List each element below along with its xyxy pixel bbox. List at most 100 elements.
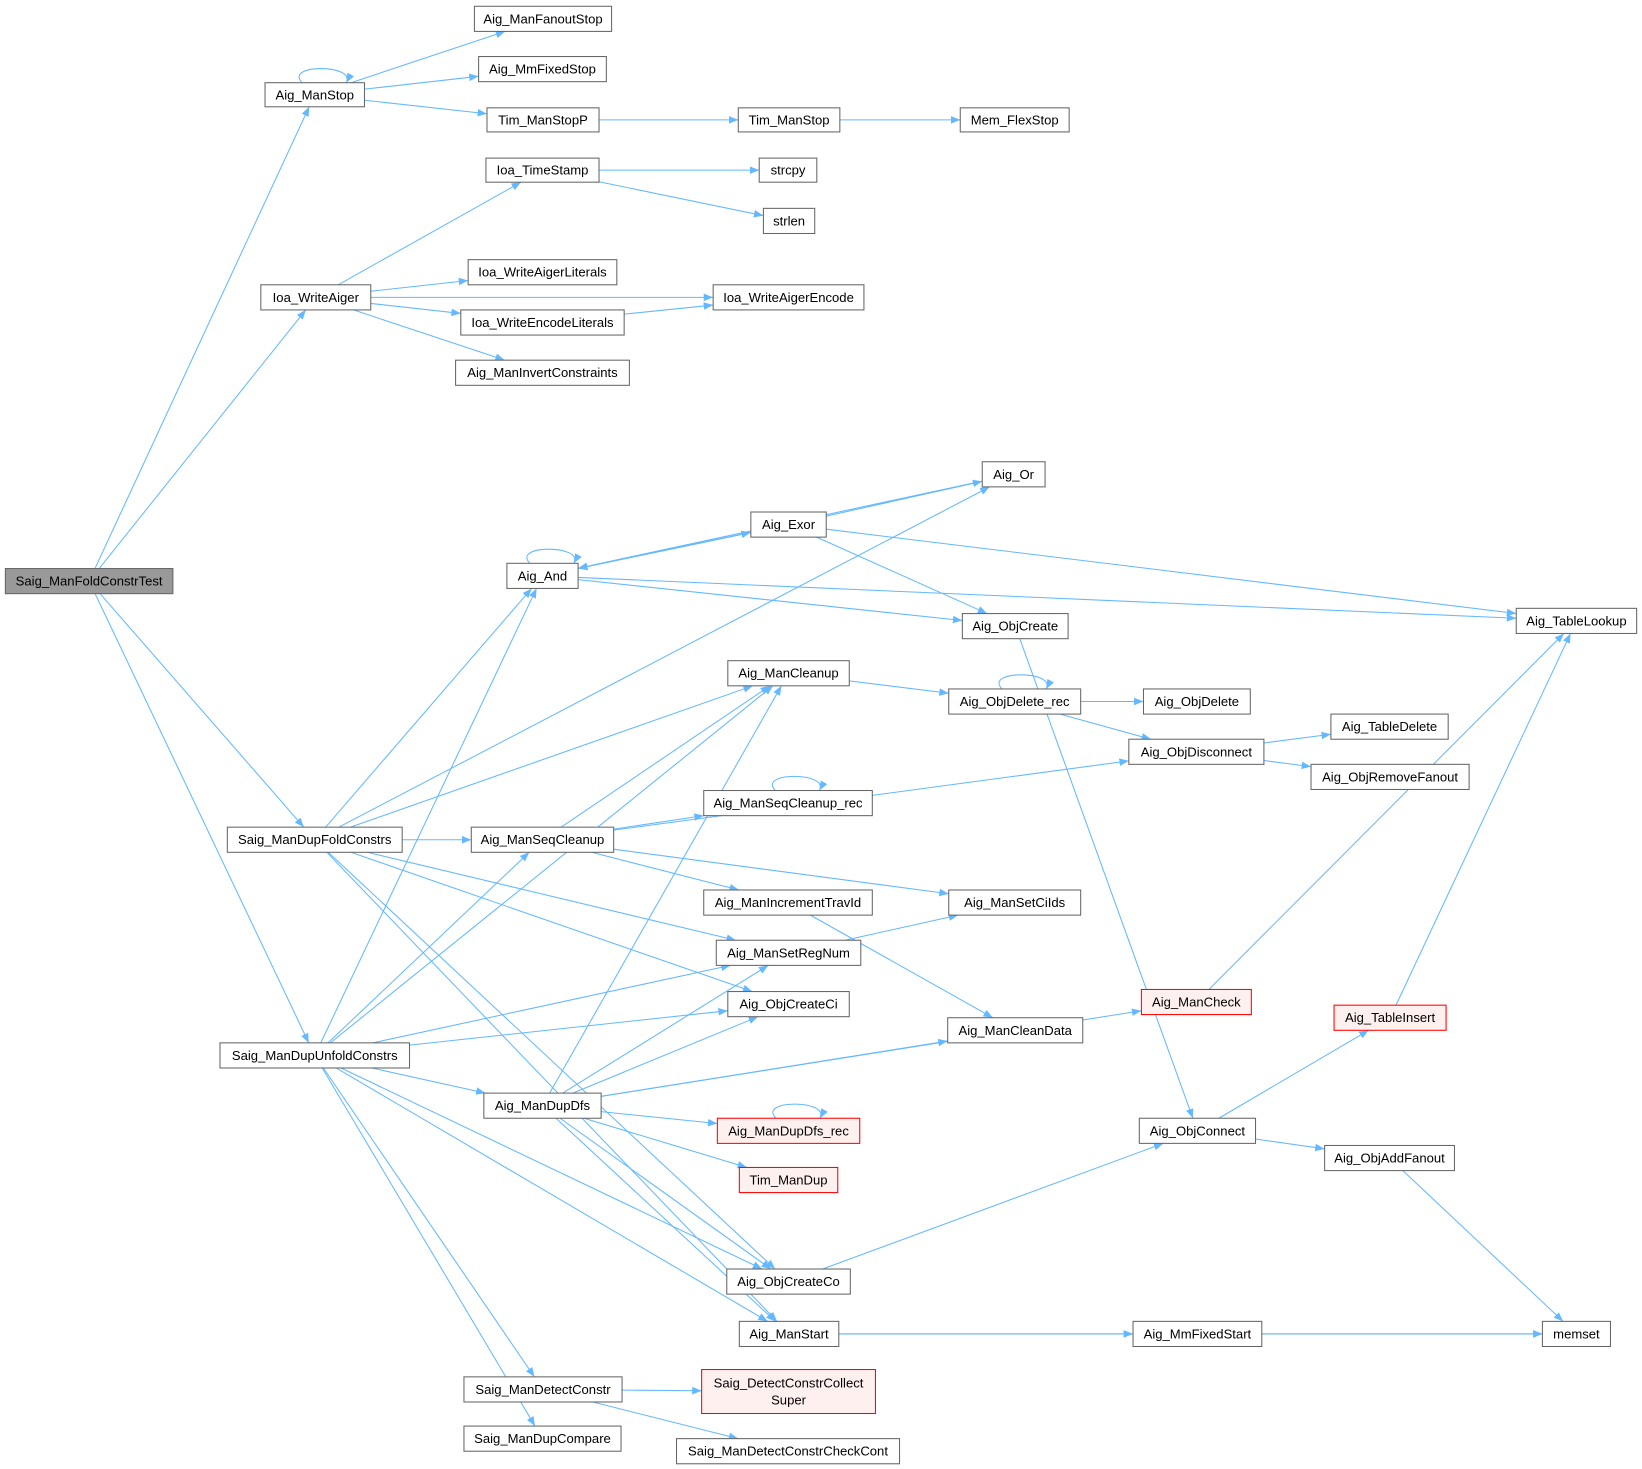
node-invert[interactable]: Aig_ManInvertConstraints — [455, 359, 630, 386]
node-label: Aig_Or — [993, 467, 1034, 482]
node-detect[interactable]: Saig_ManDetectConstr — [463, 1376, 623, 1403]
node-root[interactable]: Saig_ManFoldConstrTest — [4, 568, 174, 595]
edge-manstop-to-timstopp — [364, 99, 488, 117]
node-label: Ioa_WriteAigerLiterals — [478, 265, 607, 280]
node-objdelrec[interactable]: Aig_ObjDelete_rec — [948, 688, 1082, 715]
node-disconnect[interactable]: Aig_ObjDisconnect — [1128, 738, 1265, 765]
node-box — [712, 284, 865, 311]
node-timstop[interactable]: Tim_ManStop — [737, 107, 841, 133]
node-box — [981, 461, 1046, 488]
node-createci[interactable]: Aig_ObjCreateCi — [727, 991, 850, 1018]
node-connect[interactable]: Aig_ObjConnect — [1138, 1117, 1257, 1144]
edge-and-to-objcreate — [578, 579, 963, 624]
edge-seqclean-to-travid — [591, 851, 740, 892]
node-box — [1128, 738, 1265, 765]
node-and[interactable]: Aig_And — [506, 562, 579, 589]
edge-root-to-manstop — [94, 106, 310, 569]
node-seqclean[interactable]: Aig_ManSeqCleanup — [470, 826, 615, 853]
node-addfanout[interactable]: Aig_ObjAddFanout — [1324, 1144, 1455, 1172]
node-timdup[interactable]: Tim_ManDup — [738, 1166, 839, 1194]
node-label: Aig_ManSetRegNum — [727, 945, 850, 960]
node-strlen[interactable]: strlen — [762, 207, 816, 235]
node-box — [762, 207, 816, 235]
edge-writeaiger-to-timestamp — [337, 181, 522, 286]
node-label: Mem_FlexStop — [971, 112, 1059, 127]
node-seqcleanrec[interactable]: Aig_ManSeqCleanup_rec — [703, 789, 873, 817]
node-box — [737, 107, 841, 133]
node-box — [470, 826, 615, 853]
node-timstopp[interactable]: Tim_ManStopP — [486, 107, 600, 133]
node-box — [463, 1376, 623, 1403]
node-box — [4, 568, 174, 595]
node-label: Saig_ManDupUnfoldConstrs — [232, 1048, 398, 1063]
node-label: Tim_ManStopP — [498, 112, 588, 127]
node-label: Aig_ManStop — [275, 87, 354, 102]
node-box — [1138, 1117, 1257, 1144]
node-label: Aig_MmFixedStart — [1144, 1326, 1252, 1341]
node-memflexstop[interactable]: Mem_FlexStop — [959, 107, 1070, 133]
edge-seqclean-to-setciids — [613, 848, 949, 897]
edge-dupfold-to-or — [338, 486, 990, 828]
node-manstop[interactable]: Aig_ManStop — [264, 82, 366, 108]
node-tablelookup[interactable]: Aig_TableLookup — [1515, 607, 1638, 634]
node-memset[interactable]: memset — [1541, 1320, 1611, 1348]
node-cleanup[interactable]: Aig_ManCleanup — [727, 660, 850, 687]
edge-dupfold-to-and — [325, 588, 533, 828]
node-manstart[interactable]: Aig_ManStart — [738, 1320, 840, 1348]
node-dupunfold[interactable]: Saig_ManDupUnfoldConstrs — [219, 1042, 411, 1069]
node-box — [715, 939, 862, 966]
node-box — [1132, 1320, 1263, 1348]
node-mmfixedstop[interactable]: Aig_MmFixedStop — [478, 56, 607, 83]
node-mmfixedstart[interactable]: Aig_MmFixedStart — [1132, 1320, 1263, 1348]
edge-timestamp-to-strlen — [598, 181, 764, 218]
node-label: Aig_TableLookup — [1526, 613, 1626, 628]
node-cleandata[interactable]: Aig_ManCleanData — [947, 1017, 1084, 1044]
node-mancheck[interactable]: Aig_ManCheck — [1140, 988, 1252, 1016]
node-travid[interactable]: Aig_ManIncrementTravId — [703, 889, 873, 916]
node-label: Aig_ObjCreate — [972, 619, 1058, 634]
node-wae[interactable]: Ioa_WriteAigerEncode — [712, 284, 865, 311]
node-timestamp[interactable]: Ioa_TimeStamp — [485, 157, 600, 183]
node-or[interactable]: Aig_Or — [981, 461, 1046, 488]
node-fanoutstop[interactable]: Aig_ManFanoutStop — [473, 5, 613, 32]
node-label: Aig_ManSetCiIds — [964, 895, 1066, 910]
node-box — [703, 789, 873, 817]
node-dupdfsrec[interactable]: Aig_ManDupDfs_rec — [716, 1117, 861, 1144]
node-box — [226, 826, 403, 853]
node-writeaiger[interactable]: Ioa_WriteAiger — [260, 284, 372, 311]
edge-manstop-to-mmfixedstop — [364, 73, 479, 90]
edge-disconnect-to-tabledel — [1263, 731, 1331, 744]
node-label: Aig_ObjDisconnect — [1141, 744, 1253, 759]
node-objdel[interactable]: Aig_ObjDelete — [1142, 688, 1251, 715]
node-box — [948, 688, 1082, 715]
node-createco[interactable]: Aig_ObjCreateCo — [726, 1268, 851, 1295]
edge-exor-to-tablelookup — [826, 528, 1517, 617]
node-dupdfs[interactable]: Aig_ManDupDfs — [483, 1092, 602, 1119]
node-tabledel[interactable]: Aig_TableDelete — [1330, 713, 1449, 740]
node-label: Saig_DetectConstrCollect — [714, 1376, 864, 1391]
node-exor[interactable]: Aig_Exor — [750, 511, 827, 538]
edge-objdelrec-to-objdelrec — [998, 674, 1054, 690]
node-strcpy[interactable]: strcpy — [758, 157, 818, 183]
node-setciids[interactable]: Aig_ManSetCiIds — [948, 889, 1082, 916]
node-label: Aig_TableDelete — [1342, 719, 1437, 734]
node-setregnum[interactable]: Aig_ManSetRegNum — [715, 939, 862, 966]
node-objcreate[interactable]: Aig_ObjCreate — [961, 613, 1069, 640]
node-label: Saig_ManDetectConstrCheckCont — [688, 1444, 888, 1459]
node-removefanout[interactable]: Aig_ObjRemoveFanout — [1310, 763, 1470, 790]
node-dupfold[interactable]: Saig_ManDupFoldConstrs — [226, 826, 403, 853]
node-tableinsert[interactable]: Aig_TableInsert — [1333, 1004, 1447, 1031]
node-label: Aig_ObjDelete_rec — [960, 694, 1070, 709]
node-wal[interactable]: Ioa_WriteAigerLiterals — [467, 259, 618, 286]
edge-dupunfold-to-detect — [322, 1067, 535, 1378]
edge-dupdfs-to-createci — [572, 1016, 759, 1094]
edge-dupfold-to-cleanup — [350, 685, 753, 828]
node-checkcont[interactable]: Saig_ManDetectConstrCheckCont — [675, 1438, 901, 1465]
node-box — [463, 1425, 622, 1452]
edge-dupdfs-to-setregnum — [562, 964, 769, 1094]
node-wel[interactable]: Ioa_WriteEncodeLiterals — [460, 309, 625, 336]
node-dupcompare[interactable]: Saig_ManDupCompare — [463, 1425, 622, 1452]
node-label: Ioa_WriteAigerEncode — [723, 290, 854, 305]
